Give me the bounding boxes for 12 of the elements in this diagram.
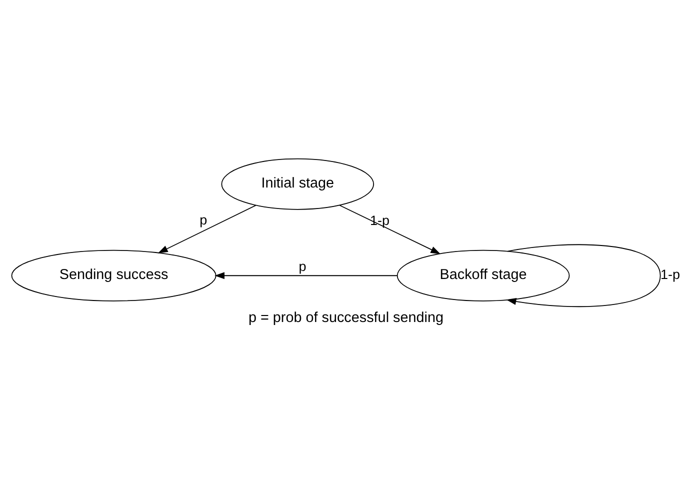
edge-label: 1-p: [660, 266, 680, 282]
arrow: [158, 204, 256, 253]
edge-label: p: [298, 258, 306, 274]
node-ellipse: Initial stage: [221, 158, 374, 210]
caption: p = prob of successful sending: [248, 310, 444, 326]
arrow: [214, 272, 398, 279]
node-ellipse: Sending success: [11, 249, 216, 301]
arrow: [506, 244, 661, 307]
edge-label: 1-p: [370, 212, 390, 228]
arrow: [339, 204, 441, 254]
node-ellipse: Backoff stage: [396, 249, 570, 301]
edge-label: p: [200, 212, 208, 228]
